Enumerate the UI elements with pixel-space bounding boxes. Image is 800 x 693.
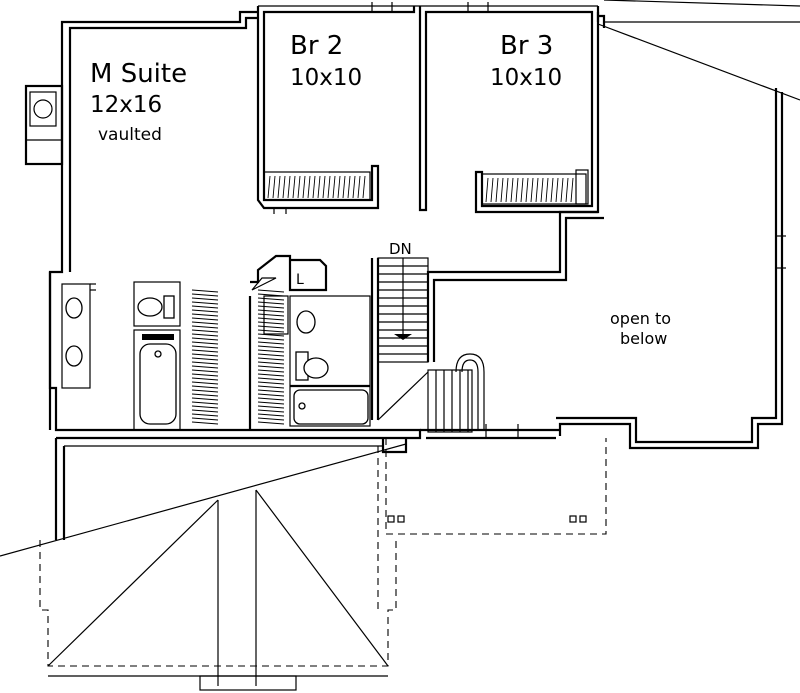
bedroom-3-closet-hatch bbox=[485, 177, 574, 203]
laundry-label: L bbox=[296, 272, 304, 288]
bedroom-2-size: 10x10 bbox=[290, 65, 362, 91]
bedroom-2 bbox=[256, 2, 420, 214]
exterior-walls bbox=[48, 10, 606, 440]
bedroom-3-size: 10x10 bbox=[490, 65, 562, 91]
master-suite-note: vaulted bbox=[98, 125, 162, 145]
porch-post-left bbox=[387, 515, 405, 523]
master-suite-size: 12x16 bbox=[90, 92, 162, 118]
master-suite-name: M Suite bbox=[90, 59, 187, 89]
hall-bath bbox=[248, 254, 371, 430]
stair-down-label: DN bbox=[389, 240, 412, 258]
porch-roof bbox=[385, 438, 607, 535]
bedroom-3 bbox=[418, 2, 600, 214]
stairs bbox=[370, 257, 485, 433]
open-to-below-line1: open to bbox=[610, 309, 671, 328]
master-bath bbox=[61, 281, 181, 431]
open-to-below-area bbox=[383, 0, 800, 450]
open-to-below-line2: below bbox=[620, 329, 667, 348]
porch-post-right bbox=[569, 515, 587, 523]
chimney bbox=[24, 84, 64, 166]
walk-in-closet bbox=[191, 289, 285, 425]
garage-roof bbox=[0, 438, 408, 691]
bedroom-2-name: Br 2 bbox=[290, 31, 343, 61]
bedroom-2-closet-hatch bbox=[267, 175, 366, 199]
bedroom-3-name: Br 3 bbox=[500, 31, 553, 61]
